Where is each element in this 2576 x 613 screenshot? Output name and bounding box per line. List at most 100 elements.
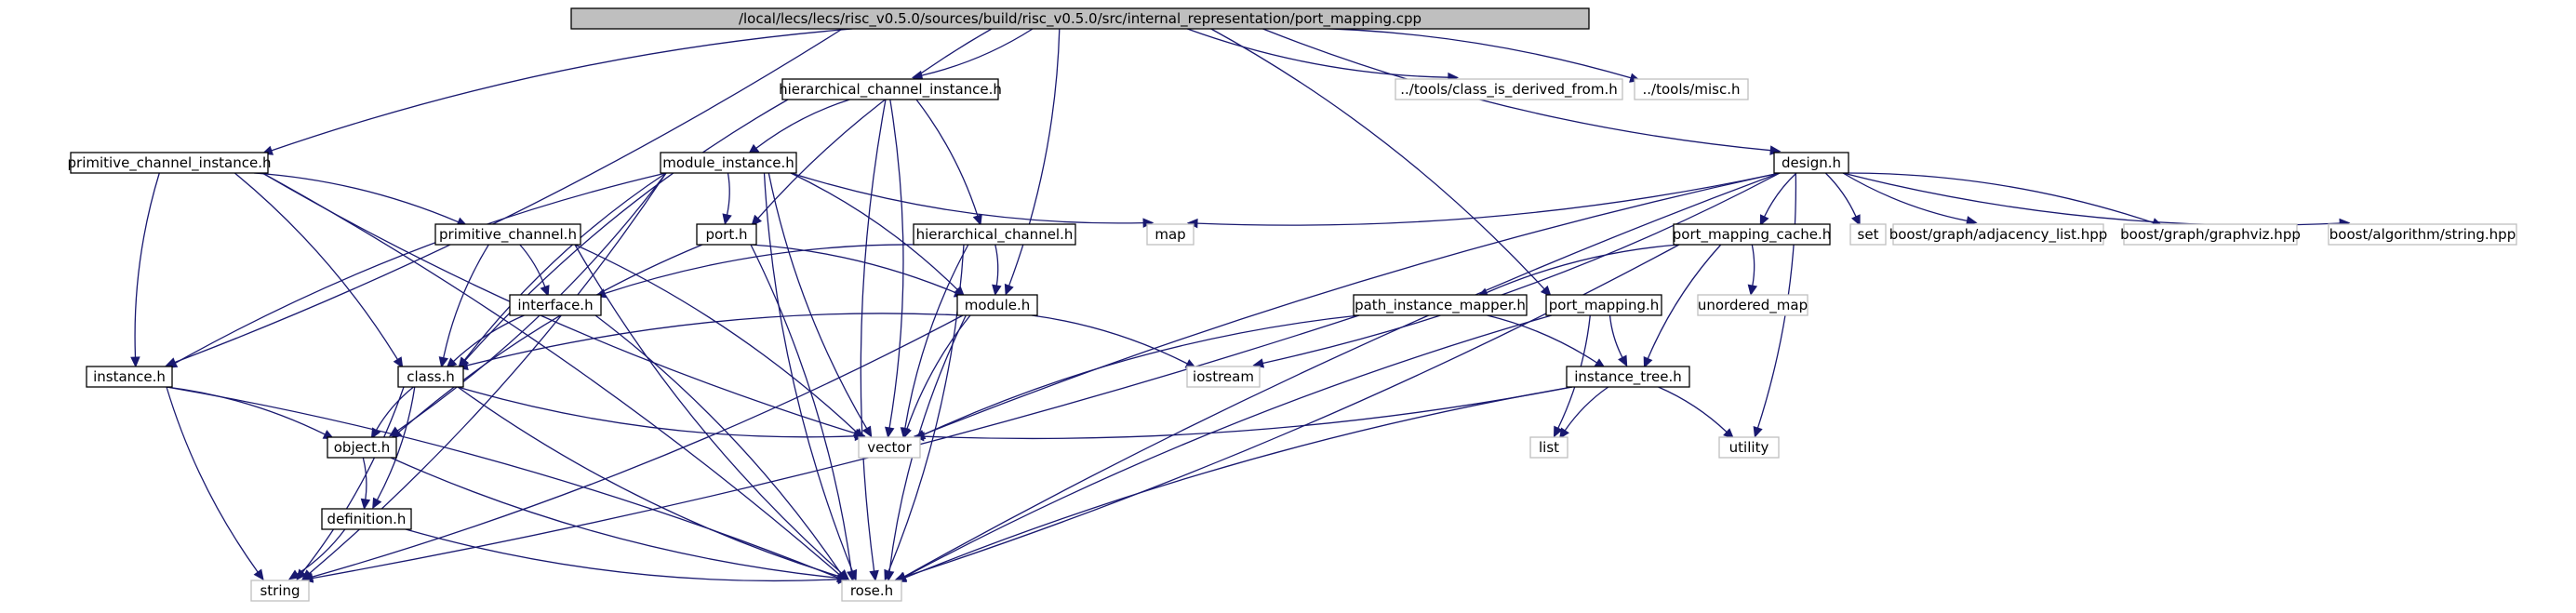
arrowhead xyxy=(1759,214,1769,227)
node-label: utility xyxy=(1729,439,1769,456)
node-pmh[interactable]: port_mapping.h xyxy=(1545,294,1662,316)
node-hc[interactable]: hierarchical_channel.h xyxy=(913,223,1076,246)
node-box xyxy=(1892,223,2104,246)
edge-line xyxy=(1842,172,2154,224)
arrowhead xyxy=(884,570,895,582)
edge-line xyxy=(906,314,971,430)
node-mi[interactable]: module_instance.h xyxy=(660,152,797,174)
edge-line xyxy=(904,244,969,429)
arrowhead xyxy=(1753,425,1763,438)
node-label: iostream xyxy=(1193,368,1254,385)
node-pci[interactable]: primitive_channel_instance.h xyxy=(68,152,272,174)
edge-line xyxy=(463,172,667,361)
edge-object-to-rose xyxy=(390,457,849,583)
edge-line xyxy=(757,28,993,220)
edge-def-to-rose xyxy=(405,528,849,585)
arrowhead xyxy=(869,569,879,582)
node-class[interactable]: class.h xyxy=(397,366,464,388)
edge-line xyxy=(921,28,1034,76)
edge-line xyxy=(1608,314,1623,358)
node-label: definition.h xyxy=(327,511,407,527)
edge-hc-to-rose xyxy=(884,244,965,581)
edge-itree-to-list xyxy=(1558,386,1609,440)
edge-itree-to-vector xyxy=(913,386,1573,442)
node-label: design.h xyxy=(1782,154,1841,171)
node-def[interactable]: definition.h xyxy=(321,508,412,530)
edge-line xyxy=(860,99,887,572)
edge-design-to-algo xyxy=(1842,172,2351,229)
node-hci[interactable]: hierarchical_channel_instance.h xyxy=(779,78,1002,100)
node-label: boost/graph/adjacency_list.hpp xyxy=(1889,226,2108,244)
arrowhead xyxy=(901,427,912,439)
node-module[interactable]: module.h xyxy=(956,294,1038,316)
node-map: map xyxy=(1146,223,1195,246)
edge-port-to-rose xyxy=(750,244,857,582)
arrowhead xyxy=(861,425,873,438)
edge-def-to-string xyxy=(287,528,346,580)
node-box xyxy=(1566,366,1690,388)
edge-pim-to-itree xyxy=(1487,314,1607,369)
node-pim[interactable]: path_instance_mapper.h xyxy=(1353,294,1528,316)
node-label: ../tools/class_is_derived_from.h xyxy=(1400,81,1617,99)
edge-line xyxy=(903,314,1553,578)
edge-hci-to-rose xyxy=(860,99,887,582)
edge-line xyxy=(923,172,1781,435)
edge-line xyxy=(390,457,839,580)
edge-root-to-cid xyxy=(1187,28,1460,83)
node-label: primitive_channel.h xyxy=(439,226,577,244)
edge-line xyxy=(574,244,843,574)
edge-line xyxy=(923,386,1573,440)
edge-line xyxy=(888,244,965,572)
node-port[interactable]: port.h xyxy=(696,223,757,246)
node-pc[interactable]: primitive_channel.h xyxy=(434,223,581,246)
node-label: ../tools/misc.h xyxy=(1643,81,1741,98)
node-box xyxy=(70,152,269,174)
edge-line xyxy=(1233,27,1632,79)
node-pmc[interactable]: port_mapping_cache.h xyxy=(1673,223,1832,246)
node-label: hierarchical_channel.h xyxy=(916,226,1074,244)
node-box xyxy=(397,366,464,388)
edge-line xyxy=(1486,244,1680,294)
node-vector: vector xyxy=(858,436,921,459)
node-label: port_mapping.h xyxy=(1549,297,1660,314)
edge-pc-to-iface xyxy=(519,244,550,297)
edge-line xyxy=(443,244,489,358)
edge-pc-to-class xyxy=(438,244,489,368)
edge-pci-to-pc xyxy=(253,172,468,227)
edge-line xyxy=(134,172,160,358)
node-label: set xyxy=(1858,226,1879,243)
node-object[interactable]: object.h xyxy=(327,436,397,459)
edge-line xyxy=(574,244,858,433)
node-label: hierarchical_channel_instance.h xyxy=(779,81,1002,99)
edge-line xyxy=(375,386,414,431)
node-inst[interactable]: instance.h xyxy=(86,366,173,388)
arrowhead xyxy=(360,498,371,511)
edge-root-to-module xyxy=(1004,28,1061,296)
edge-hc-to-vector xyxy=(900,244,969,439)
edge-line xyxy=(466,313,964,366)
edge-line xyxy=(790,172,1144,224)
node-box xyxy=(913,223,1076,246)
edge-pim-to-string xyxy=(301,314,1360,583)
node-box xyxy=(1697,294,1809,316)
node-design[interactable]: design.h xyxy=(1773,152,1849,174)
node-root: /local/lecs/lecs/risc_v0.5.0/sources/bui… xyxy=(570,7,1590,30)
node-label: vector xyxy=(867,439,912,456)
edge-line xyxy=(726,172,730,216)
edge-iface-to-class xyxy=(446,314,525,369)
arrowhead xyxy=(751,214,763,227)
edge-hci-to-hc xyxy=(915,99,982,226)
edge-line xyxy=(457,386,856,438)
node-iface[interactable]: interface.h xyxy=(509,294,602,316)
edge-line xyxy=(453,314,525,362)
edge-class-to-def xyxy=(372,386,416,510)
node-box xyxy=(1186,366,1261,388)
edge-line xyxy=(457,386,840,578)
edge-line xyxy=(1658,386,1728,433)
edge-line xyxy=(1196,172,1781,226)
node-itree[interactable]: instance_tree.h xyxy=(1566,366,1690,388)
edge-design-to-set xyxy=(1824,172,1861,227)
edge-line xyxy=(1842,172,1968,222)
arrowhead xyxy=(370,427,381,440)
node-box xyxy=(781,78,999,100)
